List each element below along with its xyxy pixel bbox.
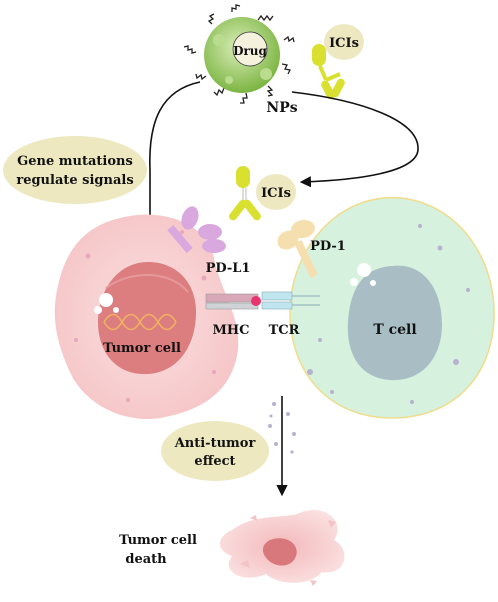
mhc-tcr-complex	[205, 291, 320, 310]
dna-helix-icon	[103, 313, 177, 331]
icis-mid-ellipse	[256, 174, 296, 210]
antibody-icon	[312, 44, 345, 100]
tumor-cell-label: Tumor cell	[103, 341, 181, 356]
gene-mutations-ellipse	[3, 136, 147, 204]
antibody-icon	[229, 166, 261, 221]
tcr-label: TCR	[269, 323, 300, 338]
pd1-label: PD-1	[310, 239, 346, 254]
t-cell	[289, 196, 495, 419]
nanoparticle-icon	[183, 4, 295, 104]
death-line2: death	[125, 552, 167, 567]
icis-mid-label: ICIs	[261, 186, 291, 201]
dying-tumor-cell	[219, 510, 345, 586]
t-cell-label: T cell	[373, 322, 416, 338]
tumor-cell	[54, 214, 239, 420]
mhc-label: MHC	[212, 323, 249, 338]
death-line1: Tumor cell	[119, 533, 197, 548]
icis-top-ellipse	[324, 24, 364, 60]
arrow-icon	[291, 91, 419, 188]
anti-tumor-line2: effect	[194, 454, 235, 469]
cytokine-dots	[268, 402, 296, 454]
anti-tumor-line1: Anti-tumor	[174, 436, 256, 451]
receptor-icon	[167, 206, 226, 254]
icis-top-label: ICIs	[329, 36, 359, 51]
pdl1-label: PD-L1	[206, 261, 251, 276]
receptor-icon	[277, 219, 318, 278]
gene-mutations-line1: Gene mutations	[17, 154, 133, 169]
nps-label: NPs	[266, 100, 297, 116]
drug-label: Drug	[233, 44, 267, 58]
anti-tumor-ellipse	[161, 421, 269, 481]
arrow-icon	[144, 81, 201, 303]
gene-mutations-line2: regulate signals	[16, 173, 133, 188]
